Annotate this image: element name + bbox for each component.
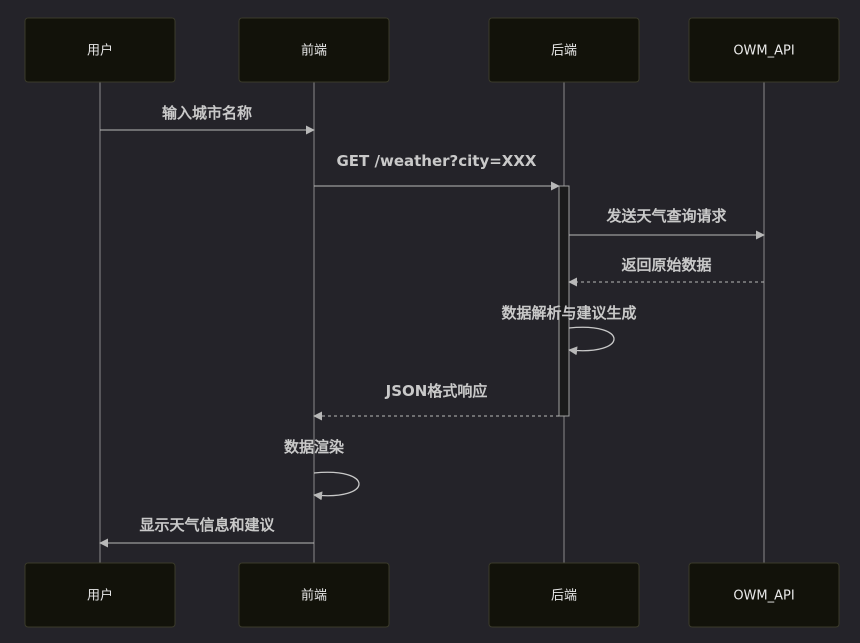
self-loop-arrow [313,471,360,501]
actor-user-top: 用户 [24,17,176,83]
actor-label: OWM_API [733,589,794,604]
actor-label: 后端 [551,44,577,59]
activations [558,185,570,417]
actor-label: OWM_API [733,44,794,59]
actor-label: 用户 [87,588,113,604]
actor-box [24,562,176,628]
actor-user-bottom: 用户 [24,562,176,628]
actor-label: 前端 [301,43,327,59]
actor-label: 后端 [551,589,577,604]
message-label: 数据渲染 [284,438,345,456]
actor-backend-bottom: 后端 [488,562,640,628]
self-loop-arrow [568,326,615,356]
message-8: 显示天气信息和建议 [99,516,314,548]
actor-box [688,562,840,628]
actor-frontend-bottom: 前端 [238,562,390,628]
message-label: 数据解析与建议生成 [501,304,636,322]
message-1: 输入城市名称 [100,104,315,135]
message-4: 返回原始数据 [568,256,764,287]
actor-frontend-top: 前端 [238,17,390,83]
message-6: JSON格式响应 [313,382,559,421]
message-label: 输入城市名称 [162,104,252,122]
actor-owm-bottom: OWM_API [688,562,840,628]
messages: 输入城市名称 GET /weather?city=XXX 发送天气查询请求返回原始数… [99,104,765,548]
actor-owm-top: OWM_API [688,17,840,83]
actor-box [238,17,390,83]
actor-box [24,17,176,83]
message-label: GET /weather?city=XXX [336,152,536,170]
actor-box [688,17,840,83]
activation-bar-backend [558,185,570,417]
message-label: 返回原始数据 [621,256,711,274]
actor-box [238,562,390,628]
message-7: 数据渲染 [284,438,360,501]
message-label: JSON格式响应 [385,382,488,400]
actor-label: 用户 [87,43,113,59]
message-5: 数据解析与建议生成 [501,304,637,356]
actor-label: 前端 [301,588,327,604]
message-label: 发送天气查询请求 [605,207,727,225]
actor-backend-top: 后端 [488,17,640,83]
actor-box [488,17,640,83]
actor-box [488,562,640,628]
message-label: 显示天气信息和建议 [139,516,275,534]
message-3: 发送天气查询请求 [569,207,765,240]
message-2: GET /weather?city=XXX [314,152,560,191]
